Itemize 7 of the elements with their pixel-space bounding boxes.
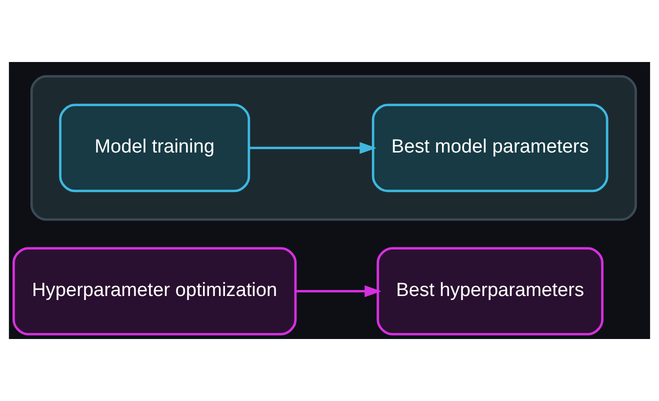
node-box: Model training bbox=[59, 104, 250, 192]
node-box: Best hyperparameters bbox=[376, 247, 604, 336]
arrow bbox=[296, 285, 382, 298]
arrow bbox=[249, 142, 376, 154]
cluster bbox=[30, 75, 637, 221]
node-box: Hyperparameter optimization bbox=[12, 247, 297, 336]
node-box: Best model parameters bbox=[372, 104, 608, 192]
